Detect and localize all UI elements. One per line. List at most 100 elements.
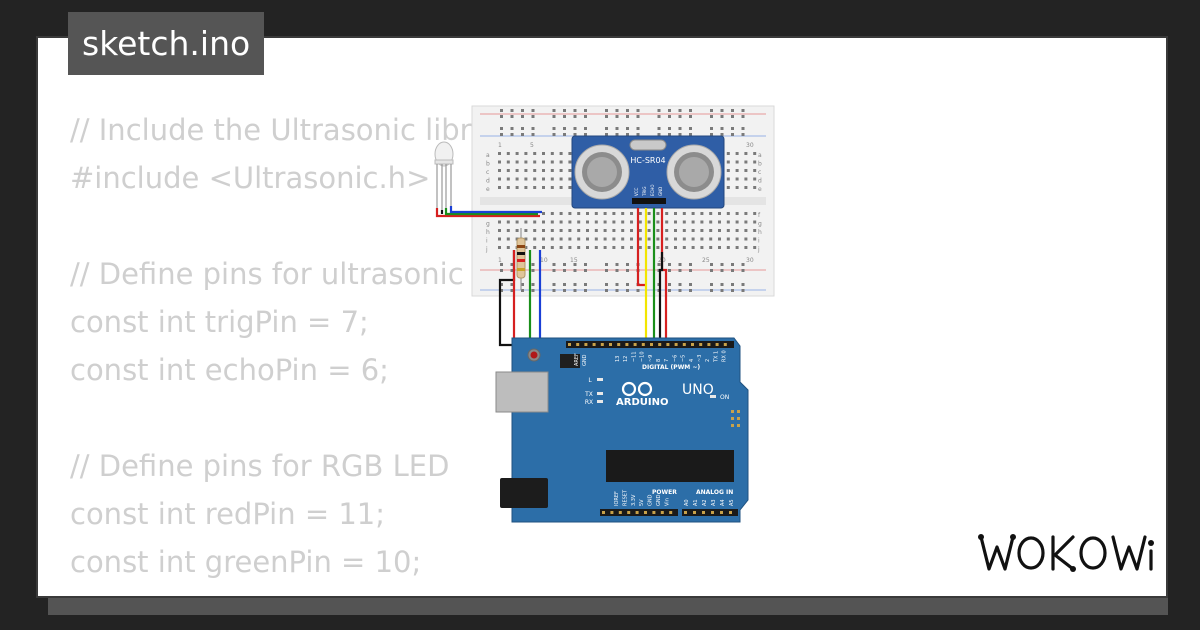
header-pin[interactable] [723, 343, 727, 346]
breadboard-hole [510, 127, 514, 130]
breadboard-hole [552, 263, 556, 266]
breadboard-hole [753, 177, 757, 181]
icsp-pin [737, 417, 740, 420]
breadboard-hole [559, 212, 563, 215]
header-pin[interactable] [729, 511, 732, 514]
breadboard-hole [550, 160, 554, 164]
digital-pin-label: 12 [623, 356, 629, 362]
code-preview: // Include the Ultrasonic library#includ… [70, 106, 569, 596]
breadboard-hole [506, 160, 510, 164]
breadboard-hole [735, 152, 739, 155]
breadboard-hole [630, 246, 633, 249]
breadboard-hole [656, 220, 660, 224]
sensor-pin-label: VCC [634, 187, 639, 196]
header-pin[interactable] [641, 343, 645, 346]
breadboard-hole [563, 115, 566, 118]
header-pin[interactable] [644, 511, 647, 514]
header-pin[interactable] [707, 343, 711, 346]
breadboard-hole [741, 263, 745, 266]
header-pin[interactable] [633, 343, 637, 346]
breadboard-hole [573, 115, 577, 118]
breadboard-hole [498, 160, 501, 164]
digital-pin-label: ~11 [631, 351, 637, 362]
breadboard-hole [573, 283, 577, 286]
breadboard-hole [718, 246, 721, 249]
breadboard-hole [636, 133, 640, 136]
breadboard-hole [678, 109, 682, 112]
breadboard-hole [568, 220, 572, 224]
breadboard-hole [521, 289, 524, 292]
header-pin[interactable] [693, 511, 696, 514]
breadboard-hole [668, 115, 671, 118]
bb-row-label: d [486, 178, 490, 185]
header-pin[interactable] [715, 343, 719, 346]
header-pin[interactable] [617, 343, 621, 346]
power-pin-label: RESET [622, 489, 628, 506]
breadboard-hole [626, 289, 629, 292]
header-pin[interactable] [568, 343, 571, 346]
header-pin[interactable] [684, 511, 687, 514]
header-pin[interactable] [610, 511, 614, 514]
breadboard-hole [720, 269, 724, 272]
breadboard-hole [647, 220, 651, 224]
code-line: // Define pins for RGB LED [70, 449, 450, 483]
breadboard-hole [636, 109, 640, 112]
header-pin[interactable] [666, 343, 670, 346]
header-pin[interactable] [627, 511, 631, 514]
header-pin[interactable] [660, 511, 664, 514]
digital-pin-label: 2 [705, 359, 711, 362]
breadboard-hole [542, 212, 545, 215]
header-pin[interactable] [584, 343, 588, 346]
breadboard-hole [626, 283, 629, 286]
rgb-led[interactable] [434, 141, 454, 210]
board-model: UNO [682, 382, 714, 398]
breadboard-hole [584, 269, 587, 272]
header-pin[interactable] [625, 343, 629, 346]
header-pin[interactable] [674, 343, 678, 346]
header-pin[interactable] [691, 343, 694, 346]
header-pin[interactable] [650, 343, 653, 346]
breadboard-hole [510, 115, 514, 118]
header-pin[interactable] [576, 343, 580, 346]
header-pin[interactable] [652, 511, 656, 514]
arduino-uno-board[interactable]: DIGITAL (PWM ~) ARDUINO UNO TX RX L ON P… [495, 337, 749, 523]
breadboard-hole [718, 229, 721, 232]
breadboard-hole [710, 127, 713, 130]
header-pin[interactable] [720, 511, 723, 514]
breadboard-hole [720, 127, 724, 130]
breadboard-hole [568, 229, 572, 232]
breadboard-hole [626, 109, 629, 112]
header-pin[interactable] [635, 511, 639, 514]
breadboard-hole [731, 283, 734, 286]
digital-pin-label: RX 0 [722, 350, 728, 362]
header-pin[interactable] [592, 343, 596, 346]
breadboard-hole [710, 269, 713, 272]
header-pin[interactable] [602, 511, 605, 514]
breadboard-hole [612, 237, 616, 241]
breadboard-hole [524, 220, 528, 224]
header-pin[interactable] [682, 343, 686, 346]
sketch-filename-tab: sketch.ino [68, 12, 265, 75]
header-pin[interactable] [658, 343, 662, 346]
breadboard-hole [741, 115, 745, 118]
header-pin[interactable] [618, 511, 622, 514]
header-pin[interactable] [609, 343, 612, 346]
sensor-label: HC-SR04 [630, 156, 665, 165]
header-pin[interactable] [711, 511, 714, 514]
header-pin[interactable] [699, 343, 703, 346]
header-pin[interactable] [600, 343, 604, 346]
breadboard-hole [731, 109, 734, 112]
breadboard-hole [531, 289, 535, 292]
breadboard-hole [668, 133, 671, 136]
breadboard-hole [718, 220, 721, 224]
breadboard-hole [573, 133, 577, 136]
icsp-pin [737, 410, 740, 413]
bb-row-label: i [758, 238, 760, 245]
breadboard-hole [510, 289, 514, 292]
breadboard-hole [573, 289, 577, 292]
header-pin[interactable] [702, 511, 705, 514]
header-pin[interactable] [669, 511, 673, 514]
breadboard-hole [689, 127, 692, 130]
resistor[interactable] [516, 228, 526, 290]
